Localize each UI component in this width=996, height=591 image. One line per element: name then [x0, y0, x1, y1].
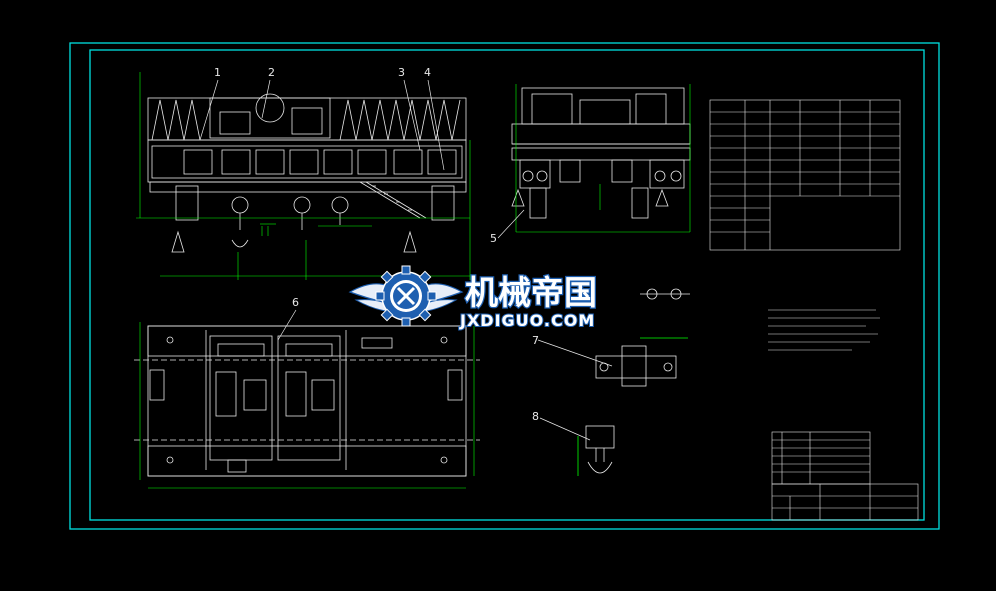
front-view-dimensions — [136, 72, 471, 280]
part-label-5: 5 — [490, 232, 497, 245]
part-label-4: 4 — [424, 66, 431, 79]
watermark: 机械帝国 JXDIGUO.COM — [348, 265, 598, 331]
part-label-8: 8 — [532, 410, 539, 423]
watermark-title-en: JXDIGUO.COM — [459, 311, 595, 330]
side-view-dimensions — [515, 84, 691, 233]
technical-notes — [768, 309, 880, 351]
part-label-6: 6 — [292, 296, 299, 309]
front-elevation-view — [147, 93, 467, 253]
part-labels: 1 2 3 4 5 6 7 8 — [214, 66, 539, 423]
leader-lines — [199, 79, 613, 441]
detail-7-view — [595, 337, 688, 387]
plan-view-dimensions — [139, 322, 475, 489]
drawing-frame — [69, 42, 940, 530]
side-elevation-view — [511, 87, 691, 219]
specification-table — [709, 99, 901, 251]
jx-gear-wings-logo-icon — [348, 265, 464, 327]
plan-view — [134, 325, 480, 477]
watermark-title-cn: 机械帝国 — [465, 273, 597, 312]
part-label-2: 2 — [268, 66, 275, 79]
title-block — [771, 431, 919, 521]
part-label-7: 7 — [532, 334, 539, 347]
pulley-detail — [640, 288, 690, 300]
detail-8-view — [577, 425, 615, 476]
part-label-3: 3 — [398, 66, 405, 79]
part-label-1: 1 — [214, 66, 221, 79]
